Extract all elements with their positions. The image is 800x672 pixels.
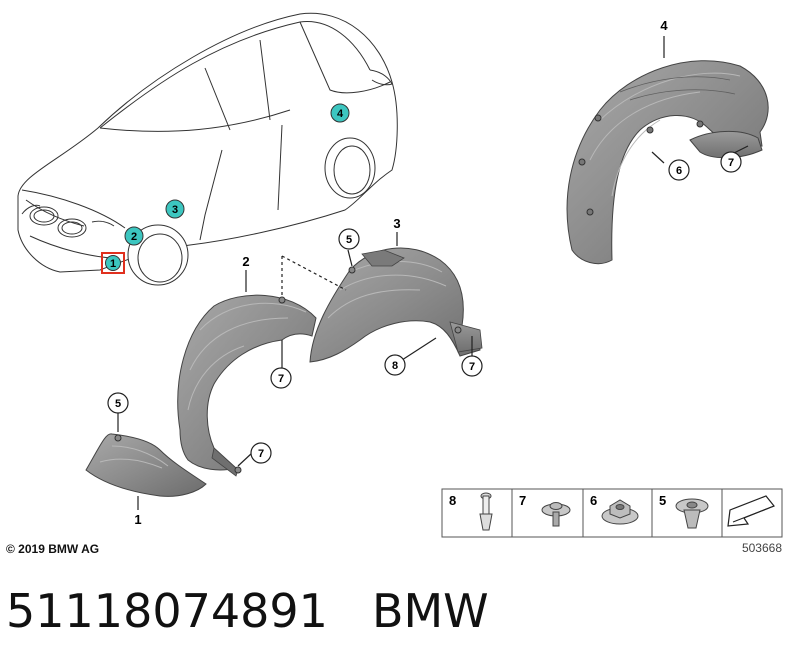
car-marker-1: 1 — [101, 252, 125, 274]
callout-5-upper-label: 5 — [346, 234, 352, 246]
car-marker-4: 4 — [330, 103, 350, 123]
fastener-legend: 8 7 6 5 — [441, 488, 783, 538]
callout-7-part3: 7 — [461, 355, 483, 377]
brand-name: BMW — [371, 584, 489, 638]
callout-3: 3 — [393, 216, 400, 231]
callout-4-label: 4 — [660, 18, 668, 33]
legend-cell-5: 5 — [659, 493, 709, 529]
legend-5-label: 5 — [659, 493, 666, 508]
callout-7-part2-lower: 7 — [250, 442, 272, 464]
parts-diagram: 1 2 3 4 — [17, 12, 783, 555]
callout-7-rear: 7 — [720, 151, 742, 173]
legend-cell-7: 7 — [519, 493, 571, 527]
legend-8-label: 8 — [449, 493, 456, 508]
callout-4: 4 — [660, 18, 668, 33]
screw-with-washer-icon — [541, 502, 571, 527]
copyright-notice: © 2019 BMW AG — [6, 542, 100, 556]
callout-5-upper: 5 — [338, 228, 360, 250]
expansion-nut-icon — [675, 498, 709, 529]
legend-cell-6: 6 — [590, 493, 639, 525]
callout-3-label: 3 — [393, 216, 400, 231]
callout-5-lower-label: 5 — [115, 398, 121, 410]
callout-7-rear-label: 7 — [728, 157, 734, 169]
part-4-rear-wheel-arch-liner — [566, 60, 769, 265]
car-marker-2: 2 — [124, 226, 144, 246]
car-outline — [17, 12, 398, 286]
car-marker-3-label: 3 — [172, 204, 178, 216]
legend-7-label: 7 — [519, 493, 526, 508]
callout-1-label: 1 — [134, 512, 141, 527]
callout-6: 6 — [668, 159, 690, 181]
caption: 51118074891 BMW — [6, 584, 489, 638]
car-marker-2-label: 2 — [131, 231, 137, 243]
callout-2-label: 2 — [242, 254, 249, 269]
callout-7-part2-upper: 7 — [270, 367, 292, 389]
callout-5-lower: 5 — [107, 392, 129, 414]
car-marker-3: 3 — [165, 199, 185, 219]
flange-nut-icon — [601, 499, 639, 525]
callout-8: 8 — [384, 354, 406, 376]
callout-6-label: 6 — [676, 165, 682, 177]
part-1-underbody-panel — [85, 433, 207, 497]
arrow-icon — [727, 495, 775, 527]
legend-cell-8: 8 — [449, 492, 493, 531]
callout-7-part3-label: 7 — [469, 361, 475, 373]
part-number: 51118074891 — [6, 584, 328, 638]
car-marker-4-label: 4 — [337, 108, 344, 120]
callout-1: 1 — [134, 512, 141, 527]
callout-8-label: 8 — [392, 360, 398, 372]
callout-7-part2-upper-label: 7 — [278, 373, 284, 385]
diagram-number: 503668 — [742, 541, 782, 555]
part-3-front-wheel-arch-liner-rear — [309, 247, 483, 363]
legend-6-label: 6 — [590, 493, 597, 508]
part-2-front-wheel-arch-liner-front — [177, 294, 317, 477]
car-marker-1-label: 1 — [110, 258, 116, 270]
callout-2: 2 — [242, 254, 249, 269]
callout-7-part2-lower-label: 7 — [258, 448, 264, 460]
push-rivet-icon — [479, 492, 493, 531]
